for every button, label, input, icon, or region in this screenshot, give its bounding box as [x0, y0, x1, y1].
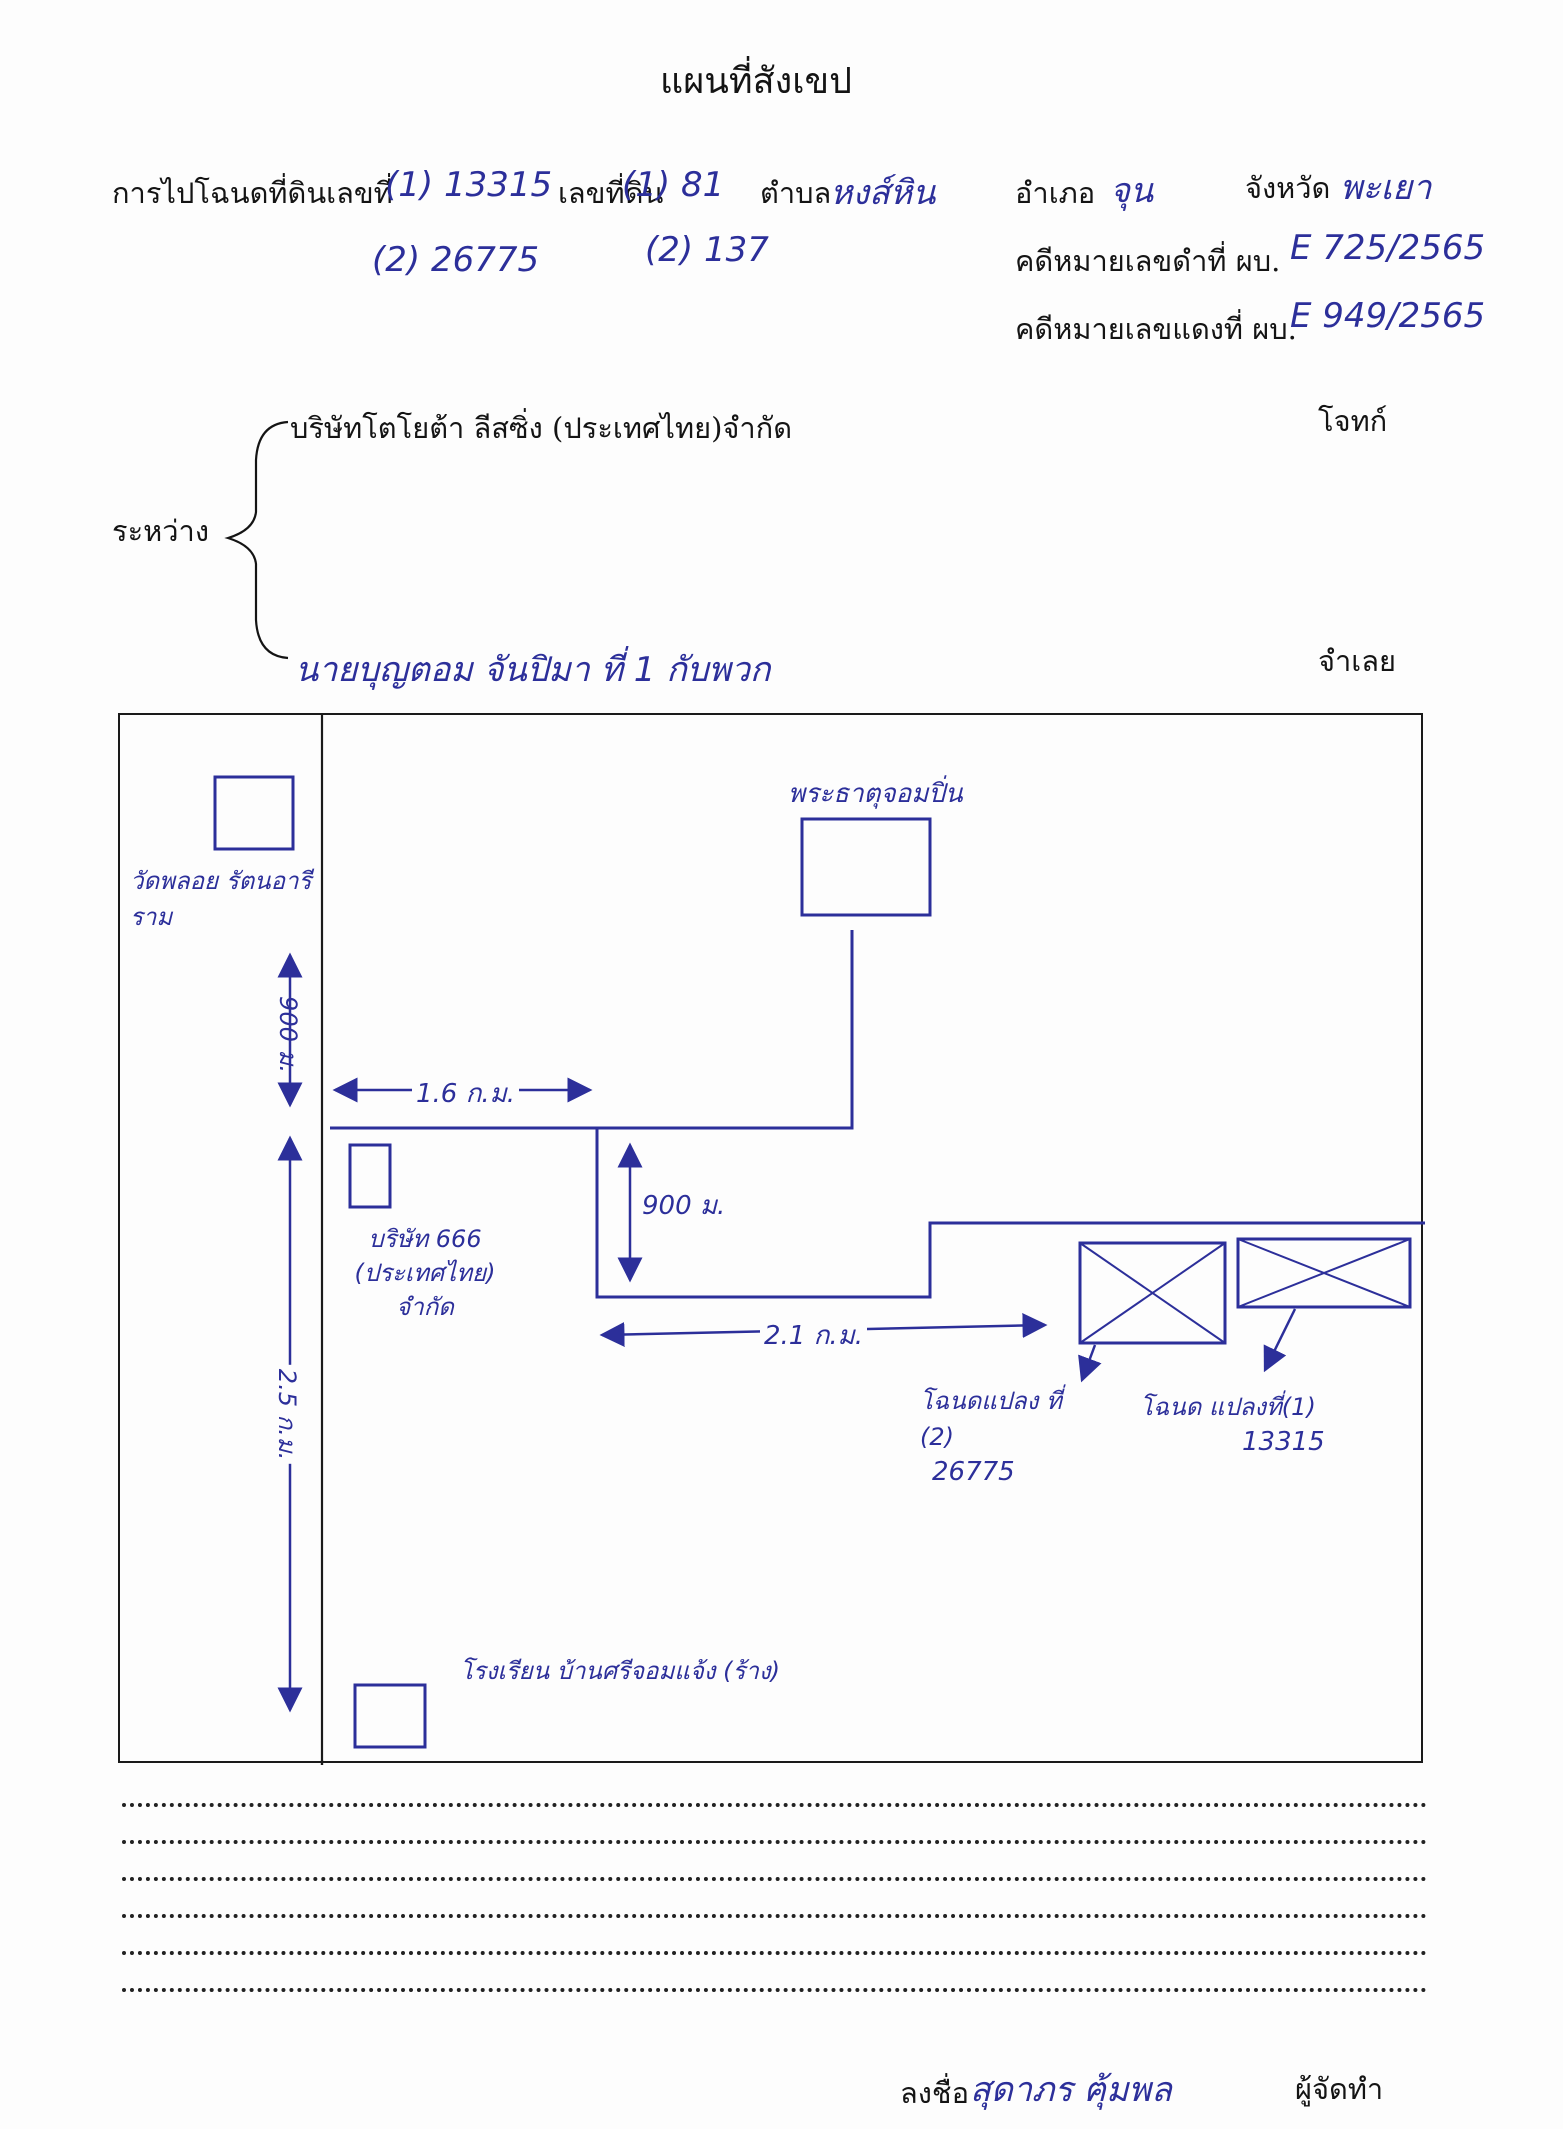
arrow-deed2 — [1078, 1344, 1102, 1383]
notes-line-1 — [122, 1803, 1427, 1807]
land-no-label: เลขที่ดิน — [558, 176, 664, 210]
black-case-number: E 725/2565 — [1290, 228, 1486, 268]
land-number-1: (1) 81 — [622, 165, 725, 205]
notes-line-4 — [122, 1914, 1427, 1918]
pagoda-box — [800, 817, 932, 917]
document-title: แผนที่สังเขป — [660, 61, 852, 102]
dist-21: 2.1 ก.ม. — [760, 1315, 868, 1356]
arrow-deed1 — [1263, 1308, 1297, 1373]
notes-line-3 — [122, 1877, 1427, 1881]
notes-line-5 — [122, 1951, 1427, 1955]
school-label: โรงเรียน บ้านศรีจอมแจ้ง (ร้าง) — [460, 1657, 780, 1685]
deed2-number: 26775 — [932, 1457, 1015, 1487]
subdistrict-label: ตำบล — [760, 176, 832, 210]
notes-line-2 — [122, 1840, 1427, 1844]
pagoda-label: พระธาตุจอมปิ่น — [788, 779, 963, 809]
temple-label: วัดพลอย รัตนอารีราม — [130, 867, 312, 931]
province-label: จังหวัด — [1245, 171, 1331, 205]
deed-number-2: (2) 26775 — [372, 240, 540, 280]
brace — [224, 420, 289, 660]
deed1-plot — [1236, 1237, 1412, 1309]
notes-line-6 — [122, 1988, 1427, 1992]
dist-25: 2.5 ก.ม. — [268, 1364, 308, 1465]
district-label: อำเภอ — [1015, 176, 1096, 210]
school-box — [353, 1683, 427, 1749]
signature-name: สุดาภร ฅุ้มพล — [970, 2070, 1172, 2110]
red-case-label: คดีหมายเลขแดงที่ ผบ. — [1015, 312, 1297, 346]
dist-900: 900 ม. — [642, 1191, 726, 1221]
signature-label: ลงชื่อ — [900, 2076, 970, 2110]
subdistrict-value: หงส์หิน — [830, 173, 936, 213]
plaintiff-name: บริษัทโตโยต้า ลีสซิ่ง (ประเทศไทย)จำกัด — [290, 411, 793, 445]
signature-role: ผู้จัดทำ — [1295, 2072, 1384, 2106]
deed-label: การไปโฉนดที่ดินเลขที่ — [112, 176, 393, 210]
defendant-name: นายบุญตอม จันปิมา ที่ 1 กับพวก — [295, 650, 771, 690]
between-label: ระหว่าง — [112, 514, 209, 548]
company-box — [348, 1143, 392, 1209]
deed1-label: โฉนด แปลงที่(1) — [1140, 1393, 1316, 1421]
plaintiff-role: โจทก์ — [1318, 404, 1388, 438]
temple-box — [213, 775, 295, 851]
company-label: บริษัท 666 (ประเทศไทย) จำกัด — [354, 1225, 496, 1321]
district-value: จุน — [1110, 171, 1154, 211]
province-value: พะเยา — [1340, 168, 1432, 208]
dist-900-vertical: 900 ม. — [273, 996, 302, 1073]
branch-road — [595, 1128, 1425, 1299]
red-case-number: E 949/2565 — [1290, 296, 1486, 336]
dist-16: 1.6 ก.ม. — [412, 1073, 520, 1114]
deed-number-1: (1) 13315 — [385, 165, 553, 205]
map-frame: วัดพลอย รัตนอารีราม พระธาตุจอมปิ่น 900 ม… — [118, 713, 1425, 1765]
defendant-role: จำเลย — [1318, 644, 1396, 678]
land-number-2: (2) 137 — [645, 230, 769, 270]
deed2-label: โฉนดแปลง ที่ (2) — [920, 1387, 1062, 1451]
deed1-number: 13315 — [1242, 1427, 1325, 1457]
pagoda-road — [330, 930, 854, 1130]
black-case-label: คดีหมายเลขดำที่ ผบ. — [1015, 244, 1281, 278]
deed2-plot — [1078, 1241, 1227, 1345]
